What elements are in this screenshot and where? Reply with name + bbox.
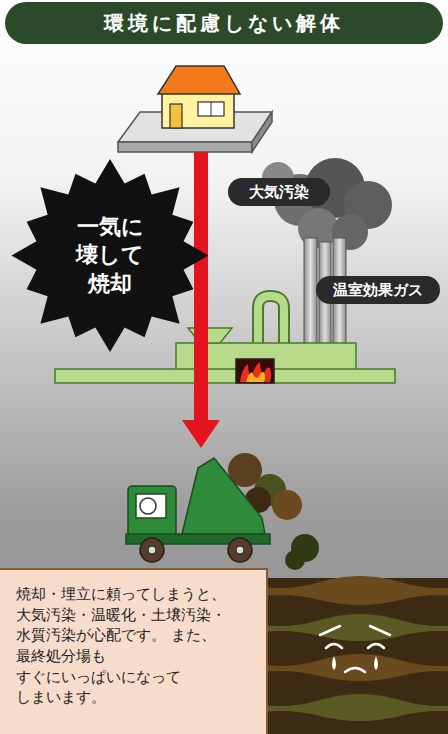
furnace	[236, 359, 274, 383]
starburst: 一気に 壊して 焼却	[10, 158, 210, 353]
fire	[240, 362, 271, 382]
tear-drop	[374, 656, 378, 670]
flame-core	[246, 372, 265, 382]
factory-platform	[55, 369, 395, 383]
eyebrow	[370, 626, 390, 635]
process-arrow	[182, 152, 220, 448]
callout-pill: 温室効果ガス	[316, 276, 440, 304]
cab-window	[136, 494, 166, 518]
node-text: 焼却・埋立に頼ってしまうと、 大気汚染・温暖化・土壌汚染・ 水質汚染が心配です。…	[16, 584, 256, 708]
house-wall	[162, 92, 234, 128]
truck-bed	[182, 458, 265, 534]
house-window	[198, 102, 224, 116]
node-text: 大気汚染	[249, 183, 309, 202]
arrow-shaft	[194, 152, 208, 420]
wheel	[228, 538, 252, 562]
node-text: 一気に 壊して 焼却	[73, 213, 147, 299]
note-box: 焼却・埋立に頼ってしまうと、 大気汚染・温暖化・土壌汚染・ 水質汚染が心配です。…	[0, 568, 268, 734]
flame	[240, 362, 271, 382]
tear-drop	[332, 656, 336, 670]
hub	[236, 546, 244, 554]
pipe	[258, 296, 284, 345]
title-banner: 環境に配慮しない解体	[5, 2, 443, 44]
wheel	[140, 538, 164, 562]
truck-cab	[128, 486, 176, 538]
starburst-outline	[12, 159, 209, 352]
house	[118, 66, 272, 152]
dump-truck	[126, 458, 270, 562]
node-text: 温室効果ガス	[333, 281, 423, 300]
callout-pill: 大気汚染	[228, 178, 330, 206]
arrow-head	[182, 420, 220, 448]
rubble-clump	[272, 490, 302, 520]
chimney	[304, 238, 317, 346]
driver	[140, 498, 156, 514]
eye	[326, 644, 342, 648]
slab-side	[118, 142, 252, 152]
slab-edge	[252, 112, 272, 152]
house-roof	[158, 66, 240, 94]
hub	[148, 546, 156, 554]
eyebrow	[320, 626, 340, 635]
rubble-clump	[285, 550, 305, 570]
sad-face	[320, 626, 390, 672]
pipe-outline	[258, 296, 284, 345]
house-door	[170, 104, 182, 128]
window-frame	[211, 102, 212, 116]
mouth	[345, 668, 365, 672]
eye	[368, 644, 384, 648]
